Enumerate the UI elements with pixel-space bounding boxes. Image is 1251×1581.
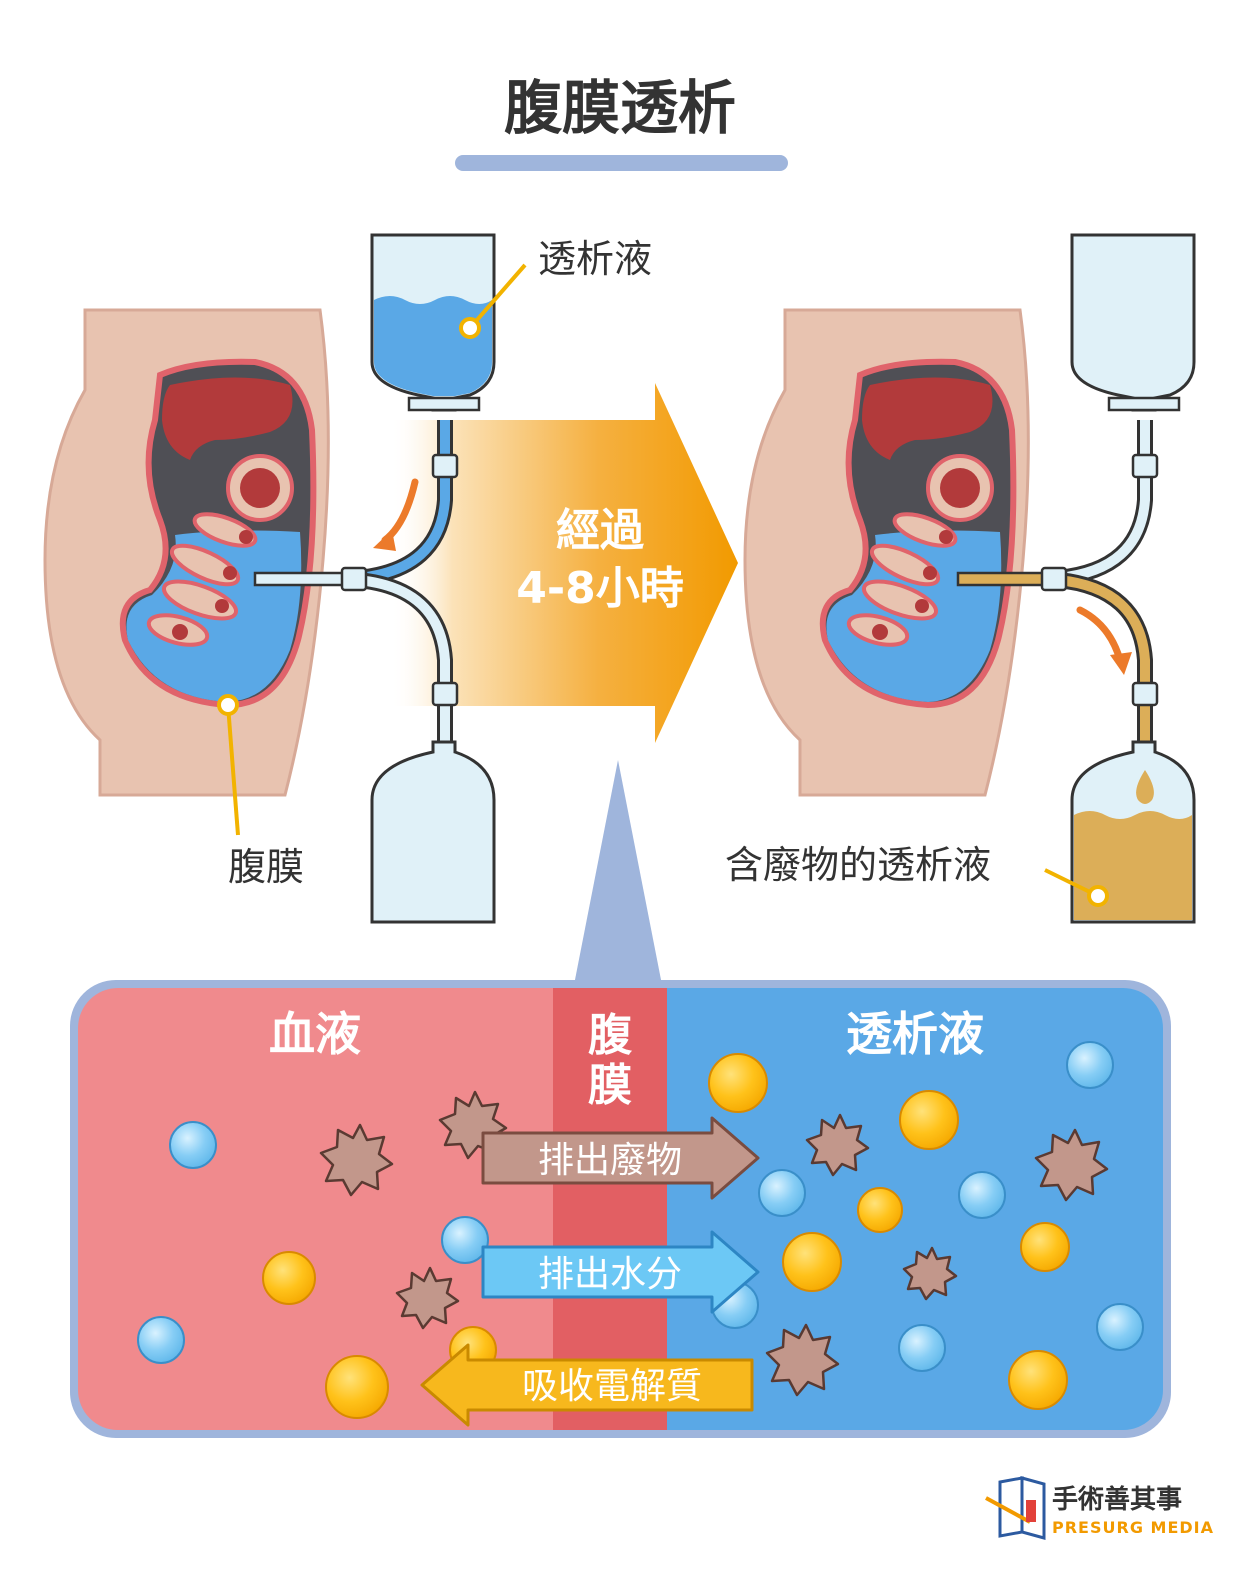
flow-waste-label: 排出廢物 — [538, 1140, 682, 1181]
waste-particles — [319, 1090, 1109, 1397]
presurg-logo-icon — [985, 1476, 1046, 1540]
dialysate-bag-left — [370, 233, 527, 412]
membrane-region — [553, 988, 667, 1430]
arrow-text-line2: 4-8小時 — [516, 563, 684, 614]
electrolytes — [262, 1053, 1070, 1419]
flow-arrow-water: 排出水分 — [481, 1230, 760, 1314]
membrane-label-1: 腹 — [588, 1010, 633, 1061]
label-waste-dialysate: 含廢物的透析液 — [725, 843, 991, 887]
flow-electrolyte-label: 吸收電解質 — [522, 1366, 702, 1407]
time-arrow: 經過 4-8小時 — [390, 383, 738, 743]
tubing-right — [1040, 420, 1159, 745]
page-title: 腹膜透析 — [504, 74, 736, 142]
blood-label: 血液 — [269, 1007, 361, 1061]
label-dialysate: 透析液 — [538, 237, 652, 281]
abdomen-right — [743, 308, 1055, 797]
title-underline — [455, 155, 788, 171]
logo-sub: PRESURG MEDIA — [1052, 1518, 1214, 1537]
dialysate-label: 透析液 — [846, 1007, 984, 1061]
label-peritoneum: 腹膜 — [228, 845, 304, 889]
waste-bag-right — [1044, 740, 1196, 924]
flow-arrow-waste: 排出廢物 — [481, 1116, 760, 1200]
presurg-logo: 手術善其事 PRESURG MEDIA — [985, 1476, 1214, 1540]
dialysate-bag-right — [1070, 233, 1196, 412]
flow-water-label: 排出水分 — [538, 1254, 682, 1295]
drain-bag-left — [370, 740, 496, 924]
membrane-label-2: 膜 — [588, 1060, 632, 1111]
flow-arrow-electrolyte: 吸收電解質 — [420, 1343, 754, 1427]
zoom-pointer — [573, 760, 663, 990]
tubing-left — [340, 420, 459, 745]
arrow-text-line1: 經過 — [556, 505, 645, 556]
logo-name: 手術善其事 — [1052, 1484, 1182, 1515]
detail-panel: 血液 腹 膜 透析液 — [70, 980, 1171, 1438]
water-molecules — [137, 1041, 1144, 1372]
abdomen-left — [43, 308, 352, 836]
